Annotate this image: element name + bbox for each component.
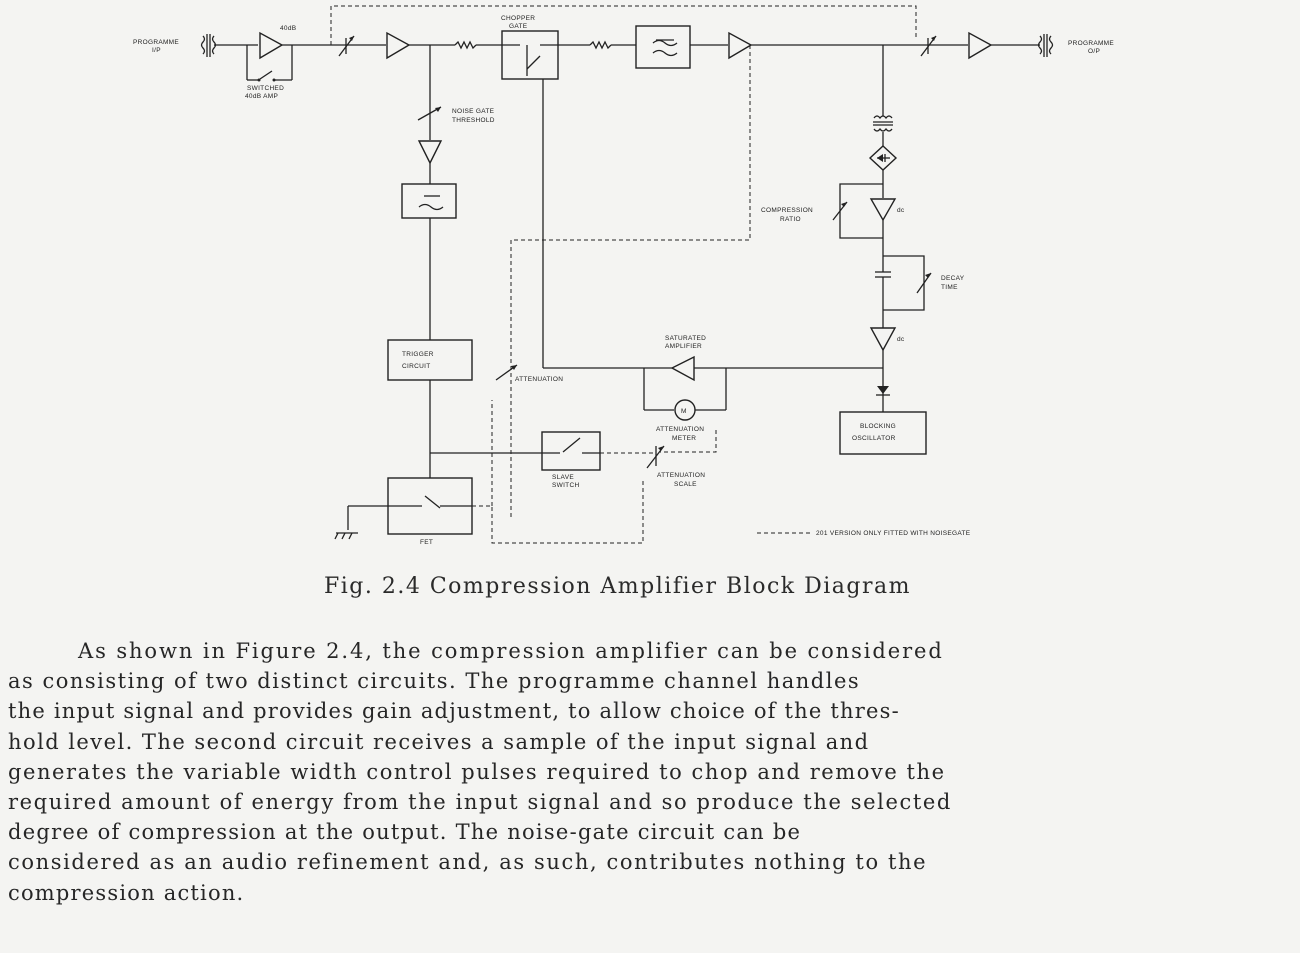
noise-gate-threshold-label-1: NOISE GATE bbox=[452, 108, 495, 115]
output-transformer bbox=[1037, 34, 1054, 57]
legend-note: 201 VERSION ONLY FITTED WITH NOISEGATE bbox=[816, 530, 971, 537]
resistor-1 bbox=[454, 40, 477, 50]
blocking-oscillator-label-2: OSCILLATOR bbox=[852, 435, 896, 442]
programme-in-label-2: I/P bbox=[152, 47, 161, 54]
noise-gate-amplifier bbox=[417, 140, 443, 165]
dc-label-1: dc bbox=[897, 207, 905, 214]
body-paragraph: As shown in Figure 2.4, the compression … bbox=[8, 636, 1218, 908]
programme-out-label-1: PROGRAMME bbox=[1068, 40, 1114, 47]
paragraph-line: generates the variable width control pul… bbox=[8, 759, 946, 784]
attenuation-link bbox=[510, 45, 751, 520]
dc-amplifier-2 bbox=[869, 327, 897, 352]
trigger-circuit-box bbox=[387, 339, 473, 381]
paragraph-line: the input signal and provides gain adjus… bbox=[8, 699, 900, 724]
paragraph-line: hold level. The second circuit receives … bbox=[8, 729, 870, 754]
paragraph-line: As shown in Figure 2.4, the compression … bbox=[78, 639, 944, 663]
output-attenuator bbox=[920, 35, 937, 57]
noise-gate-filter-box bbox=[401, 183, 457, 219]
output-amplifier bbox=[968, 31, 993, 60]
attenuation-meter-label-2: METER bbox=[672, 435, 696, 442]
decay-time-label-2: TIME bbox=[941, 284, 958, 291]
trigger-circuit-label-2: CIRCUIT bbox=[402, 363, 430, 370]
figure-caption: Fig. 2.4 Compression Amplifier Block Dia… bbox=[323, 574, 911, 599]
diode bbox=[876, 386, 890, 396]
slave-switch-box bbox=[541, 431, 601, 471]
noise-gate-threshold-control bbox=[417, 106, 442, 121]
decay-capacitor bbox=[875, 271, 891, 278]
saturated-amplifier-label-2: AMPLIFIER bbox=[665, 343, 702, 350]
slave-switch-label-1: SLAVE bbox=[552, 474, 574, 481]
dc-label-2: dc bbox=[897, 336, 905, 343]
attenuation-scale-label-1: ATTENUATION bbox=[657, 472, 705, 479]
switched-amp-label-2: 40dB AMP bbox=[245, 93, 278, 100]
attenuation-scale-label-2: SCALE bbox=[674, 481, 697, 488]
input-transformer bbox=[200, 34, 217, 57]
paragraph-line: degree of compression at the output. The… bbox=[8, 820, 802, 845]
main-amplifier bbox=[386, 31, 411, 60]
compression-ratio-label-1: COMPRESSION bbox=[761, 207, 813, 214]
chopper-gate-label-2: GATE bbox=[509, 23, 528, 30]
decay-time-control bbox=[916, 272, 932, 294]
chopper-gate-box bbox=[501, 30, 559, 80]
noise-gate-threshold-label-2: THRESHOLD bbox=[452, 117, 495, 124]
switched-amp-label-1: SWITCHED bbox=[247, 85, 284, 92]
programme-out-label-2: O/P bbox=[1088, 48, 1100, 55]
switched-amp bbox=[246, 31, 293, 82]
slave-switch-label-2: SWITCH bbox=[552, 482, 579, 489]
paragraph-line: required amount of energy from the input… bbox=[8, 790, 952, 815]
attenuation-label: ATTENUATION bbox=[515, 376, 563, 383]
blocking-oscillator-label-1: BLOCKING bbox=[860, 423, 896, 430]
resistor-2 bbox=[589, 40, 612, 50]
programme-in-label-1: PROGRAMME bbox=[133, 39, 179, 46]
compression-ratio-label-2: RATIO bbox=[780, 216, 801, 223]
programme-filter-box bbox=[635, 25, 691, 69]
paragraph-line: considered as an audio refinement and, a… bbox=[8, 850, 928, 875]
noisegate-link-top bbox=[330, 5, 917, 45]
paragraph-line: as consisting of two distinct circuits. … bbox=[8, 669, 861, 694]
block-diagram: PROGRAMME I/P 40dB SWITCHED 40dB AMP CHO… bbox=[133, 5, 1114, 546]
paragraph-line: compression action. bbox=[8, 880, 245, 905]
decay-time-label-1: DECAY bbox=[941, 275, 965, 282]
trigger-circuit-label-1: TRIGGER bbox=[402, 351, 434, 358]
meter-symbol: M bbox=[681, 408, 687, 415]
gain-40db-label: 40dB bbox=[280, 25, 296, 32]
dc-amplifier-1 bbox=[869, 198, 897, 222]
compression-ratio-control bbox=[832, 201, 848, 221]
saturated-amplifier bbox=[670, 355, 695, 382]
chopper-gate-label-1: CHOPPER bbox=[501, 15, 535, 22]
sample-transformer bbox=[873, 115, 893, 132]
input-attenuator bbox=[338, 35, 355, 57]
fet-to-scale-link bbox=[472, 478, 644, 544]
blocking-oscillator-box bbox=[839, 411, 927, 455]
output-driver-amplifier bbox=[728, 31, 753, 60]
rectifier-bridge bbox=[868, 145, 898, 171]
attenuation-scale-control bbox=[646, 445, 665, 469]
saturated-amplifier-label-1: SATURATED bbox=[665, 335, 706, 342]
attenuation-control bbox=[495, 364, 518, 381]
attenuation-meter-label-1: ATTENUATION bbox=[656, 426, 704, 433]
fet-label: FET bbox=[420, 539, 433, 546]
